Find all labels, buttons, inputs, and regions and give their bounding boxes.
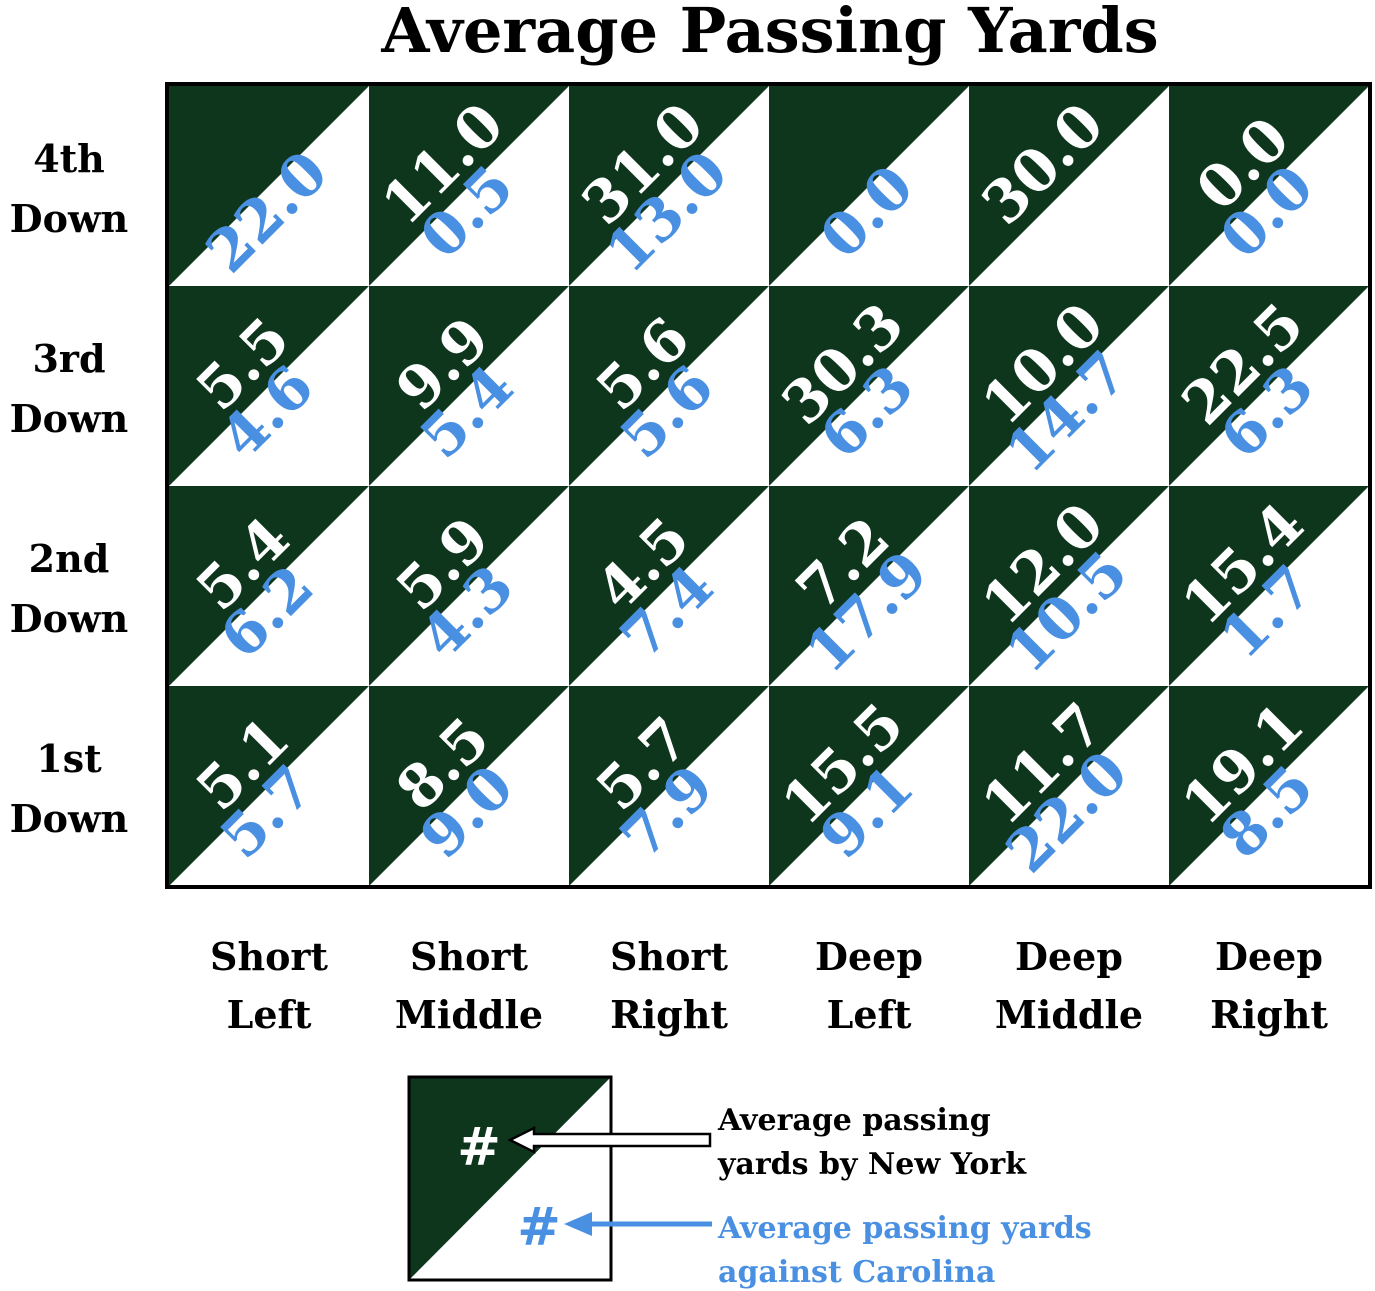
- cell-dark-triangle: [969, 686, 1169, 886]
- row-label: Down: [10, 396, 129, 441]
- cell-dark-triangle: [169, 286, 369, 486]
- row-label: Down: [10, 796, 129, 841]
- column-label: Short: [410, 934, 528, 979]
- column-label: Right: [1210, 992, 1328, 1037]
- legend-new-york-label: yards by New York: [717, 1147, 1027, 1182]
- legend-box-border: [407, 1075, 613, 1282]
- cell-dark-triangle: [769, 686, 969, 886]
- column-label: Deep: [1015, 934, 1123, 979]
- column-label: Deep: [1215, 934, 1323, 979]
- cell-dark-triangle: [969, 486, 1169, 686]
- legend-carolina-label: against Carolina: [718, 1255, 995, 1290]
- cell-dark-triangle: [569, 486, 769, 686]
- cell: 5.65.6: [568, 285, 770, 487]
- legend-new-york-symbol: #: [457, 1117, 501, 1178]
- cell: 30.36.3: [768, 285, 970, 487]
- cell-dark-triangle: [169, 486, 369, 686]
- row-label: 2nd: [29, 536, 110, 581]
- column-label: Middle: [395, 992, 543, 1037]
- legend-carolina-symbol: #: [517, 1197, 561, 1258]
- cell-dark-triangle: [569, 286, 769, 486]
- cell-dark-triangle: [769, 86, 969, 286]
- row-label: 1st: [36, 736, 102, 781]
- legend-carolina-label: Average passing yards: [717, 1211, 1092, 1246]
- column-label: Short: [210, 934, 328, 979]
- column-label: Left: [227, 992, 312, 1037]
- column-label: Deep: [815, 934, 923, 979]
- cell: 5.94.3: [368, 485, 570, 687]
- cell-dark-triangle: [1169, 86, 1369, 286]
- cell: 30.0: [968, 85, 1170, 287]
- cell-dark-triangle: [369, 286, 569, 486]
- cell-dark-triangle: [169, 686, 369, 886]
- row-label: Down: [10, 596, 129, 641]
- cell-dark-triangle: [1169, 686, 1369, 886]
- cell-dark-triangle: [1169, 286, 1369, 486]
- cell-dark-triangle: [1169, 486, 1369, 686]
- column-label: Middle: [995, 992, 1143, 1037]
- cell-dark-triangle: [569, 86, 769, 286]
- chart-title: Average Passing Yards: [380, 0, 1158, 67]
- cell-dark-triangle: [769, 486, 969, 686]
- cell: 8.59.0: [368, 685, 570, 887]
- cell-dark-triangle: [769, 286, 969, 486]
- cell: 11.722.0: [968, 685, 1170, 887]
- cell: 12.010.5: [968, 485, 1170, 687]
- column-label: Right: [610, 992, 728, 1037]
- row-label: 4th: [33, 136, 105, 181]
- cell-dark-triangle: [569, 686, 769, 886]
- legend-new-york-label: Average passing: [717, 1103, 991, 1138]
- cell: 15.59.1: [768, 685, 970, 887]
- cell-dark-triangle: [369, 486, 569, 686]
- cell: 0.00.0: [1168, 85, 1370, 287]
- cell: 15.41.7: [1168, 485, 1370, 687]
- grid-border: [165, 82, 1372, 889]
- cell: 11.00.5: [368, 85, 570, 287]
- cell: 5.15.7: [168, 685, 370, 887]
- cell: 5.77.9: [568, 685, 770, 887]
- cell: 10.014.7: [968, 285, 1170, 487]
- legend-dark-triangle: [409, 1077, 611, 1280]
- column-label: Short: [610, 934, 728, 979]
- cell-dark-triangle: [369, 686, 569, 886]
- cell: 0.0: [768, 85, 970, 287]
- row-label: Down: [10, 196, 129, 241]
- cell-dark-triangle: [969, 286, 1169, 486]
- cell: 5.46.2: [168, 485, 370, 687]
- cell-dark-triangle: [369, 86, 569, 286]
- cell: 31.013.0: [568, 85, 770, 287]
- cell: 9.95.4: [368, 285, 570, 487]
- cell: 19.18.5: [1168, 685, 1370, 887]
- cell-dark-triangle: [969, 86, 1169, 286]
- cell: 4.57.4: [568, 485, 770, 687]
- cell: 7.217.9: [768, 485, 970, 687]
- legend-new-york-arrow: [507, 1125, 712, 1155]
- row-label: 3rd: [32, 336, 105, 381]
- cell: 22.0: [168, 85, 370, 287]
- cell: 5.54.6: [168, 285, 370, 487]
- cell-dark-triangle: [169, 86, 369, 286]
- legend: # # Average passing yards by New YorkAverag…: [407, 1075, 1092, 1290]
- column-label: Left: [827, 992, 912, 1037]
- legend-carolina-arrow-head: [564, 1212, 592, 1236]
- cell: 22.56.3: [1168, 285, 1370, 487]
